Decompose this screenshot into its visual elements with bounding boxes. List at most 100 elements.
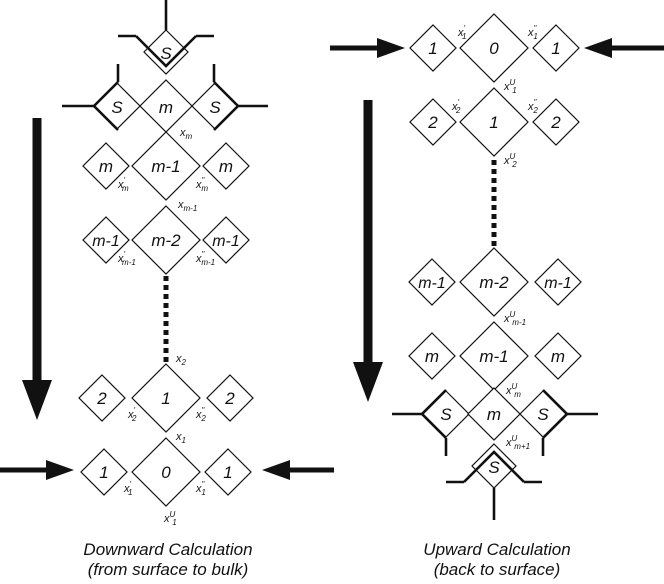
label-xm1-prime-base: x <box>117 253 124 265</box>
left-layer3-center-text: 1 <box>161 389 170 408</box>
right-label-x1-dprime: x"1 <box>527 24 538 41</box>
right-layer2-center-text: 1 <box>489 113 498 132</box>
right-label-x2-dprime-sup: " <box>534 98 538 107</box>
right-layer4-left-cell <box>408 332 456 380</box>
right-caption: Upward Calculation (back to surface) <box>347 540 647 580</box>
left-layer1-right-text: m <box>219 157 233 176</box>
label-x1-dprime-base: x <box>195 483 202 495</box>
left-caption-line2: (from surface to bulk) <box>87 560 249 579</box>
label-x1-dprime: x"1 <box>195 480 206 497</box>
left-layer4-left-text: 1 <box>99 463 108 482</box>
right-layer4-right-cell <box>534 332 582 380</box>
right-label-x1-prime-base: x <box>457 27 464 39</box>
right-surface-center-text: m <box>487 405 501 424</box>
left-surface-top-text: S <box>160 44 172 63</box>
right-layer1-left-text: 1 <box>428 39 437 58</box>
right-layer3-left-cell <box>408 258 456 306</box>
right-layer2-left-text: 2 <box>427 113 438 132</box>
left-layer1-left-text: m <box>99 157 113 176</box>
right-inflow-arrow-right-head <box>584 38 612 58</box>
left-layer2-right-cell <box>202 216 250 264</box>
right-layer4-left-text: m <box>425 347 439 366</box>
label-xm-prime: x'm <box>117 176 129 193</box>
left-caption: Downward Calculation (from surface to bu… <box>18 540 318 580</box>
left-layer4-center-text: 0 <box>161 463 171 482</box>
right-layer2-left-cell <box>409 98 457 146</box>
label-x1-prime-base: x <box>123 483 130 495</box>
label-x2-dprime-sub: 2 <box>200 414 206 423</box>
right-label-xm-upper-sup: U <box>512 382 518 391</box>
right-label-x2-upper-sub: 2 <box>511 160 517 169</box>
right-downward-arrow-head <box>353 362 383 402</box>
left-layer3-center-cell <box>131 363 201 433</box>
right-layer3-right-cell <box>534 258 582 306</box>
right-label-xm1p-upper-sub: m+1 <box>514 442 530 451</box>
label-xm-dprime-base: x <box>195 179 202 191</box>
right-layer3-right-text: m-1 <box>544 275 572 292</box>
label-x2-dprime-sup: " <box>202 406 206 415</box>
right-label-xm1p-upper-base: x <box>505 437 512 449</box>
label-x1-dprime-sup: " <box>202 480 206 489</box>
right-layer2-right-cell <box>532 98 580 146</box>
label-x2-prime-sup: ' <box>134 406 136 415</box>
left-surface-right-text: S <box>209 98 221 117</box>
right-label-x2-dprime: x"2 <box>527 98 538 115</box>
left-inflow-arrow-right-head <box>262 460 290 480</box>
left-layer4-center-cell <box>131 437 201 507</box>
label-xm-sub: m <box>186 132 193 141</box>
label-xm: xm <box>179 127 193 141</box>
right-label-x2-upper-sup: U <box>510 152 516 161</box>
label-xm1-prime-sup: ' <box>124 250 126 259</box>
right-bottom-bracket <box>463 450 525 483</box>
right-layer1-left-cell <box>409 24 457 72</box>
right-layer1-right-text: 1 <box>551 39 560 58</box>
right-label-x2-prime: x'2 <box>451 98 461 115</box>
right-label-x1-upper-sub: 1 <box>512 86 516 95</box>
left-surface-left-text: S <box>111 98 123 117</box>
label-xm1-prime-sub: m-1 <box>122 258 136 267</box>
right-label-x1-prime-sup: ' <box>464 24 466 33</box>
label-xm1-dprime-sup: " <box>202 250 206 259</box>
right-label-x2-dprime-sub: 2 <box>532 106 538 115</box>
right-label-x2-dprime-base: x <box>527 101 534 113</box>
label-xm-prime-base: x <box>117 179 124 191</box>
label-x1-upper-base: x <box>163 513 170 525</box>
label-xm1-dprime-sub: m-1 <box>201 258 215 267</box>
left-layer3-right-text: 2 <box>224 389 235 408</box>
label-x1: x1 <box>175 431 186 445</box>
label-x1-prime-sup: ' <box>130 480 132 489</box>
label-xm-dprime: x"m <box>195 176 208 193</box>
left-layer1-center-cell <box>131 131 201 201</box>
right-layer2-right-text: 2 <box>550 113 561 132</box>
label-x1-upper-sup: U <box>170 510 176 519</box>
label-x2-dprime-base: x <box>195 409 202 421</box>
right-label-x1-dprime-sub: 1 <box>533 32 537 41</box>
label-x1-base: x <box>175 431 182 443</box>
left-downward-arrow-head <box>22 380 52 420</box>
right-label-x2-prime-base: x <box>451 101 458 113</box>
label-x2-sub: 2 <box>181 358 187 367</box>
right-label-x1-upper-base: x <box>503 81 510 93</box>
right-layer3-center-cell <box>459 247 529 317</box>
right-surface-right-text: S <box>537 405 549 424</box>
left-layer3-left-cell <box>78 374 126 422</box>
label-x2-base: x <box>175 353 182 365</box>
right-layer3-left-text: m-1 <box>418 275 446 292</box>
right-label-x2-prime-sup: ' <box>458 98 460 107</box>
label-x2-prime-base: x <box>127 409 134 421</box>
label-xm1-prime: x'm-1 <box>117 250 136 267</box>
left-layer1-right-cell <box>202 142 250 190</box>
left-layer3-left-text: 2 <box>96 389 107 408</box>
right-surface-bottom-text: S <box>488 458 500 477</box>
label-x2-dprime: x"2 <box>195 406 206 423</box>
left-layer3-right-cell <box>206 374 254 422</box>
right-label-xm-upper-base: x <box>505 385 512 397</box>
left-surface-center-text: m <box>159 98 173 117</box>
right-label-xm1-upper-sub: m-1 <box>512 318 526 327</box>
label-xm-prime-sup: ' <box>124 176 126 185</box>
left-inflow-arrow-head <box>46 460 74 480</box>
